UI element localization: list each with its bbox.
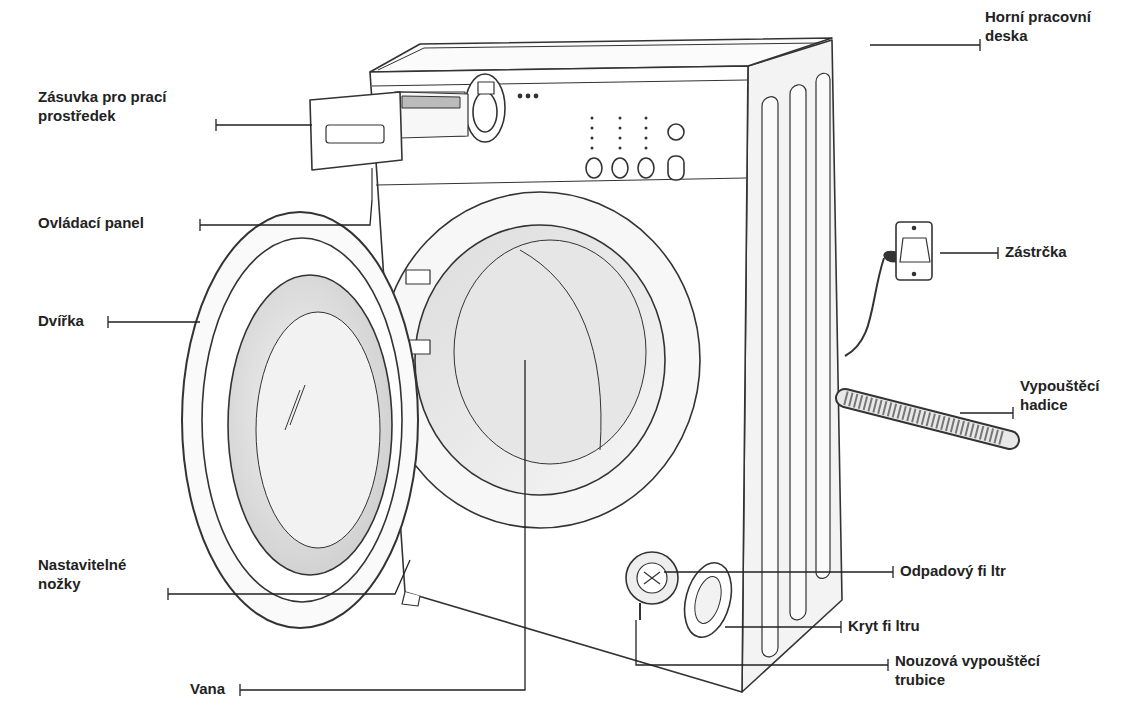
leader-lines: [108, 39, 1013, 696]
part-label: Dvířka: [38, 312, 106, 331]
part-label: Ovládací panel: [38, 214, 198, 233]
part-label: Zástrčka: [1005, 243, 1115, 262]
part-label: Vypouštěcí hadice: [1020, 377, 1120, 415]
part-label: Horní pracovní deska: [985, 8, 1120, 46]
part-label: Nouzová vypouštěcí trubice: [895, 652, 1075, 690]
part-label: Vana: [190, 680, 238, 699]
part-label: Nastavitelné nožky: [38, 556, 166, 594]
part-label: Kryt fi ltru: [848, 617, 998, 636]
part-label: Odpadový fi ltr: [900, 562, 1070, 581]
part-label: Zásuvka pro prací prostředek: [38, 88, 213, 126]
